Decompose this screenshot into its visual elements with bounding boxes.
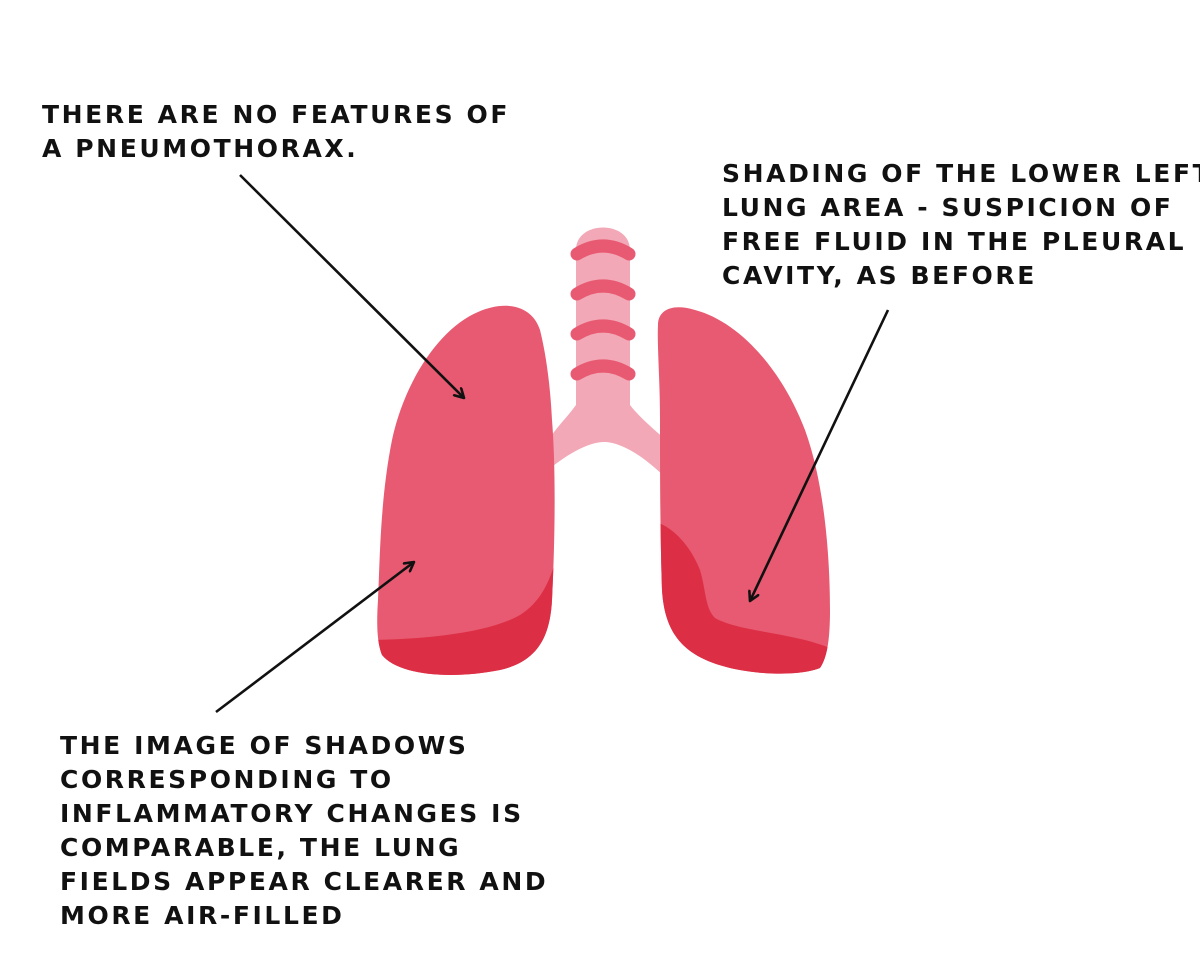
right-lung xyxy=(377,305,555,675)
annotation-line: cavity, as before xyxy=(722,261,1037,290)
trachea-rings xyxy=(570,239,636,381)
annotation-line: The image of shadows xyxy=(60,731,469,760)
annotation-line: inflammatory changes is xyxy=(60,799,524,828)
annotation-line: corresponding to xyxy=(60,765,394,794)
arrow-pneumothorax xyxy=(239,174,464,398)
annotation-shading: Shading of the lower left lung area - su… xyxy=(722,157,1200,293)
annotation-line: a pneumothorax. xyxy=(42,134,359,163)
annotation-line: comparable, the lung xyxy=(60,833,462,862)
annotation-line: Shading of the lower left xyxy=(722,159,1200,188)
annotation-line: There are no features of xyxy=(42,100,511,129)
arrow-inflammatory xyxy=(215,562,414,714)
annotation-line: lung area - suspicion of xyxy=(722,193,1174,222)
bronchi xyxy=(548,227,668,480)
annotation-line: fields appear clearer and xyxy=(60,867,549,896)
arrow-shading xyxy=(750,309,890,601)
annotation-line: more air-filled xyxy=(60,901,345,930)
trachea xyxy=(548,227,668,480)
annotation-pneumothorax: There are no features of a pneumothorax. xyxy=(42,98,510,166)
annotation-line: free fluid in the pleural xyxy=(722,227,1187,256)
left-lung xyxy=(657,307,830,674)
annotation-inflammatory: The image of shadows corresponding to in… xyxy=(60,729,548,933)
left-lung-shadow xyxy=(657,520,830,674)
